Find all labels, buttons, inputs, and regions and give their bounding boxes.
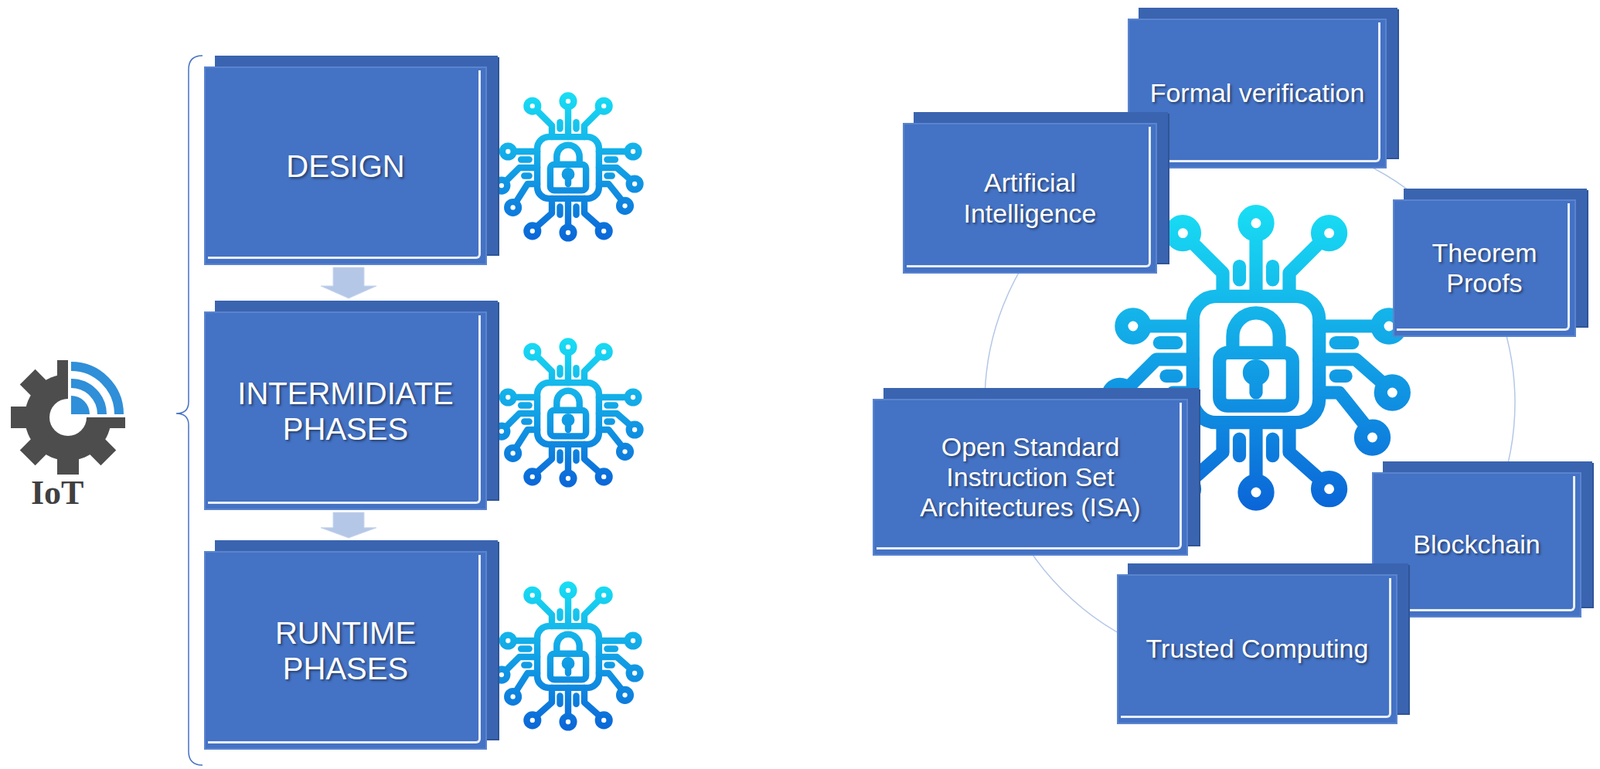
box-label: Artificial Intelligence bbox=[922, 167, 1138, 229]
process-box: Open Standard Instruction Set Architectu… bbox=[872, 398, 1189, 556]
process-box: RUNTIME PHASES bbox=[204, 551, 487, 750]
chip-lock-icon bbox=[496, 95, 641, 239]
process-box: Blockchain bbox=[1371, 472, 1582, 618]
box-label: RUNTIME PHASES bbox=[224, 615, 467, 687]
flow-arrow bbox=[320, 267, 377, 299]
box-label: Trusted Computing bbox=[1146, 633, 1369, 664]
process-box: Formal verification bbox=[1127, 18, 1387, 169]
process-box: INTERMIDIATE PHASES bbox=[204, 311, 487, 511]
box-label: Open Standard Instruction Set Architectu… bbox=[892, 432, 1168, 523]
process-box: DESIGN bbox=[204, 66, 487, 266]
flow-arrow bbox=[320, 512, 377, 538]
box-label: Theorem Proofs bbox=[1412, 238, 1556, 299]
process-box: Artificial Intelligence bbox=[902, 122, 1158, 274]
box-label: INTERMIDIATE PHASES bbox=[224, 375, 467, 447]
box-label: DESIGN bbox=[285, 148, 405, 184]
chip-lock-icon bbox=[496, 341, 641, 485]
bracket bbox=[176, 55, 203, 766]
process-box: Trusted Computing bbox=[1116, 574, 1398, 725]
box-label: Formal verification bbox=[1150, 78, 1366, 109]
iot-gear-icon bbox=[10, 352, 133, 475]
iot-label: IoT bbox=[30, 473, 84, 513]
chip-lock-icon bbox=[496, 585, 641, 729]
process-box: Theorem Proofs bbox=[1392, 199, 1577, 338]
box-label: Blockchain bbox=[1412, 529, 1540, 560]
